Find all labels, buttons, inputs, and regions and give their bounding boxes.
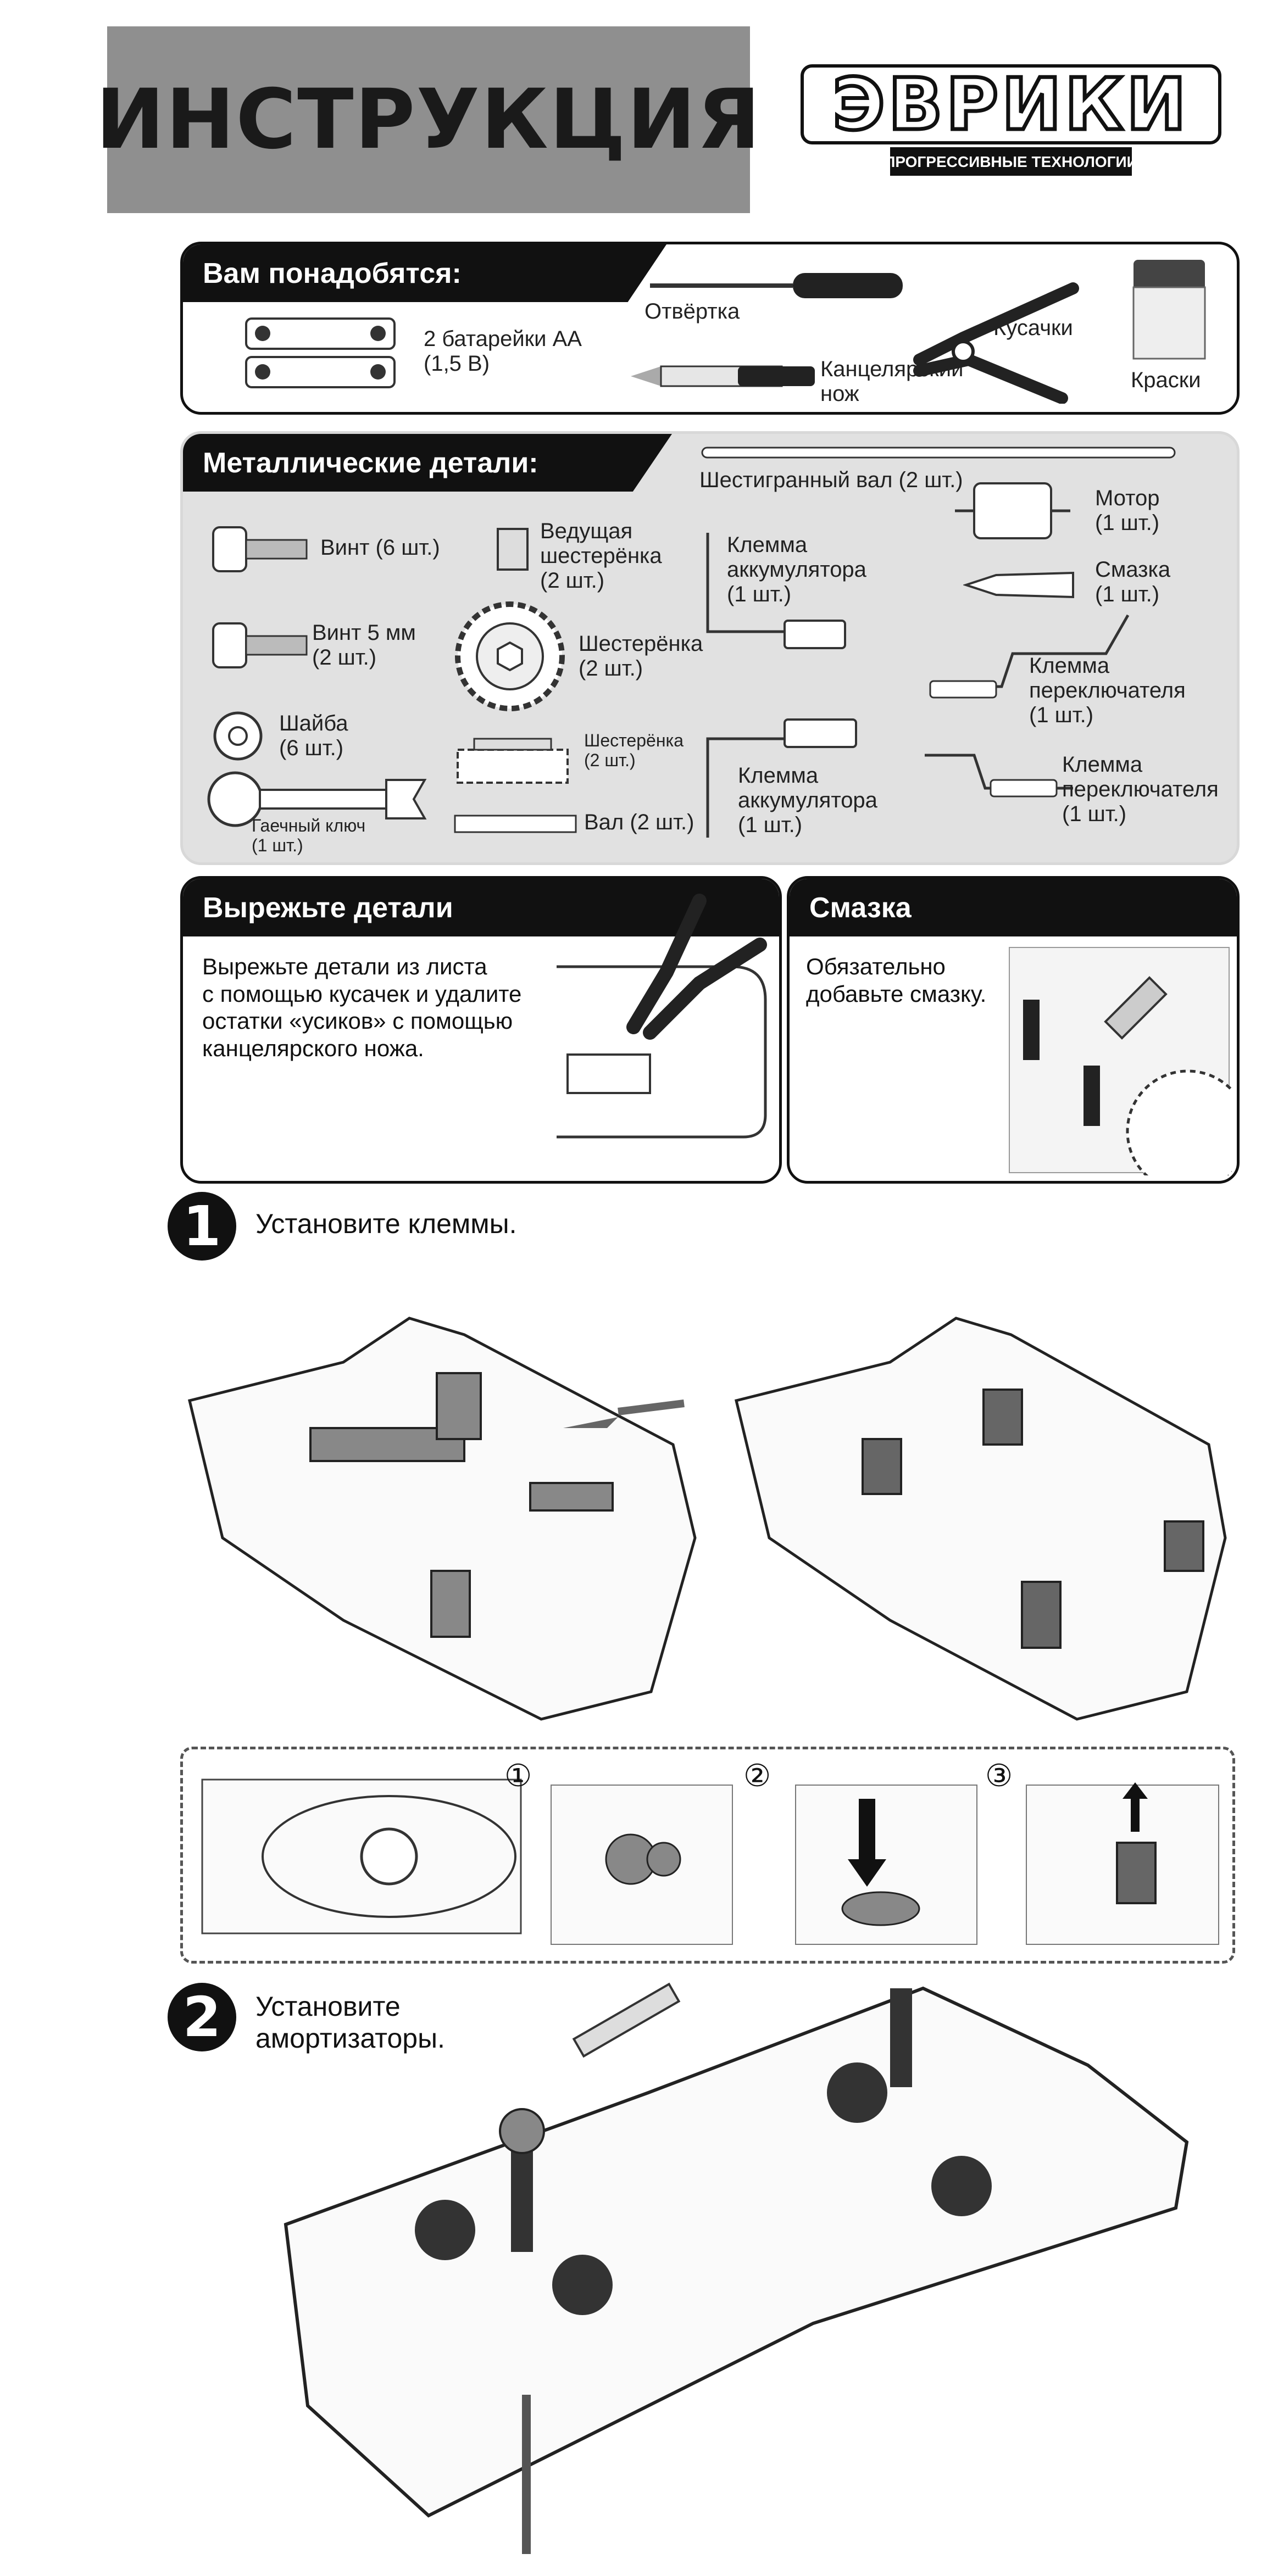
- paint-jar-icon: [1132, 260, 1206, 360]
- tools-heading: Вам понадобятся:: [183, 244, 666, 302]
- grease-text: Обязательно добавьте смазку.: [806, 954, 987, 1007]
- cutting-illustration: [557, 894, 767, 1139]
- grease-heading: Смазка: [790, 879, 1237, 936]
- gear-icon: [455, 601, 565, 711]
- substep-1-marker: ①: [504, 1758, 532, 1793]
- drive-gear-label: Ведущая шестерёнка (2 шт.): [540, 519, 662, 593]
- switch1-label: Клемма переключателя (1 шт.): [1029, 654, 1186, 728]
- step-number: 2: [168, 1983, 236, 2051]
- shaft-label: Вал (2 шт.): [584, 810, 694, 834]
- brand-name: ЭВРИКИ: [832, 63, 1190, 146]
- substep-3-image: [1026, 1782, 1219, 1945]
- brand-tagline: ПРОГРЕССИВНЫЕ ТЕХНОЛОГИИ: [884, 153, 1138, 170]
- paint-label: Краски: [1131, 368, 1201, 392]
- page-title: ИНСТРУКЦИЯ: [96, 72, 762, 168]
- small-gear-label: Шестерёнка (2 шт.): [584, 731, 684, 771]
- grease-panel: Смазка Обязательно добавьте смазку.: [787, 876, 1240, 1184]
- switch-terminal-icon: [929, 614, 1130, 699]
- gear-label: Шестерёнка (2 шт.): [579, 632, 703, 681]
- screwdriver-icon: [650, 273, 903, 298]
- washer-icon: [213, 711, 263, 761]
- grease-label: Смазка (1 шт.): [1095, 557, 1171, 607]
- grease-tube-icon: [963, 571, 1074, 599]
- battery-terminal-2-icon: [706, 718, 857, 838]
- substep-1-image: [551, 1785, 733, 1945]
- hex-shaft-icon: [701, 447, 1176, 459]
- knife-icon: [631, 365, 815, 387]
- metal-heading: Металлические детали:: [183, 434, 672, 492]
- washer-label: Шайба (6 шт.): [279, 711, 348, 761]
- wrench-label: Гаечный ключ (1 шт.): [252, 816, 366, 856]
- grease-illustration: [1009, 947, 1232, 1175]
- chassis-terminals-before: [187, 1317, 697, 1721]
- hex-shaft-label: Шестигранный вал (2 шт.): [699, 468, 963, 492]
- brand-logo: ЭВРИКИ ПРОГРЕССИВНЫЕ ТЕХНОЛОГИИ: [791, 55, 1231, 181]
- cutters-icon: [913, 282, 1079, 404]
- screw6-label: Винт (6 шт.): [320, 536, 440, 560]
- terminal1-label: Клемма аккумулятора (1 шт.): [727, 533, 866, 607]
- substeps-box: ① ② ③: [180, 1747, 1235, 1964]
- chassis-terminals-after: [734, 1317, 1227, 1721]
- tools-panel: Вам понадобятся: 2 батарейки АА (1,5 В) …: [180, 242, 1240, 415]
- chassis-shock-absorbers: [284, 1982, 1189, 2554]
- step-text: Установите клеммы.: [255, 1208, 517, 1239]
- screw-5mm-icon: [212, 622, 308, 668]
- shaft-icon: [454, 815, 577, 833]
- metal-parts-panel: Металлические детали: Шестигранный вал (…: [180, 431, 1240, 865]
- screw-icon: [212, 526, 308, 572]
- title-banner: ИНСТРУКЦИЯ: [96, 26, 760, 213]
- logo-mark: ЭВРИКИ ПРОГРЕССИВНЫЕ ТЕХНОЛОГИИ: [801, 61, 1221, 176]
- drive-gear-icon: [497, 528, 529, 571]
- substep-3-marker: ③: [985, 1758, 1013, 1793]
- small-gear-icon: [457, 738, 569, 784]
- screw5-label: Винт 5 мм (2 шт.): [312, 621, 416, 670]
- battery-terminal-icon: [706, 533, 846, 649]
- motor-label: Мотор (1 шт.): [1095, 486, 1160, 536]
- step-number: 1: [168, 1192, 236, 1261]
- cutters-label: Кусачки: [993, 316, 1073, 340]
- wrench-icon: [207, 771, 427, 827]
- batteries-label: 2 батарейки АА (1,5 В): [424, 327, 582, 376]
- substep-2-image: [795, 1785, 977, 1945]
- substep-overview: [201, 1778, 522, 1934]
- step-text: Установите амортизаторы.: [255, 1991, 445, 2054]
- screwdriver-label: Отвёртка: [644, 299, 740, 324]
- battery-icon: [245, 317, 396, 388]
- substep-2-marker: ②: [743, 1758, 771, 1793]
- cut-text: Вырежьте детали из листа с помощью кусач…: [202, 954, 522, 1061]
- switch2-label: Клемма переключателя (1 шт.): [1062, 752, 1219, 827]
- motor-icon: [955, 482, 1070, 539]
- cut-parts-panel: Вырежьте детали Вырежьте детали из листа…: [180, 876, 782, 1184]
- terminal2-label: Клемма аккумулятора (1 шт.): [738, 763, 877, 838]
- switch-terminal-2-icon: [925, 754, 1073, 798]
